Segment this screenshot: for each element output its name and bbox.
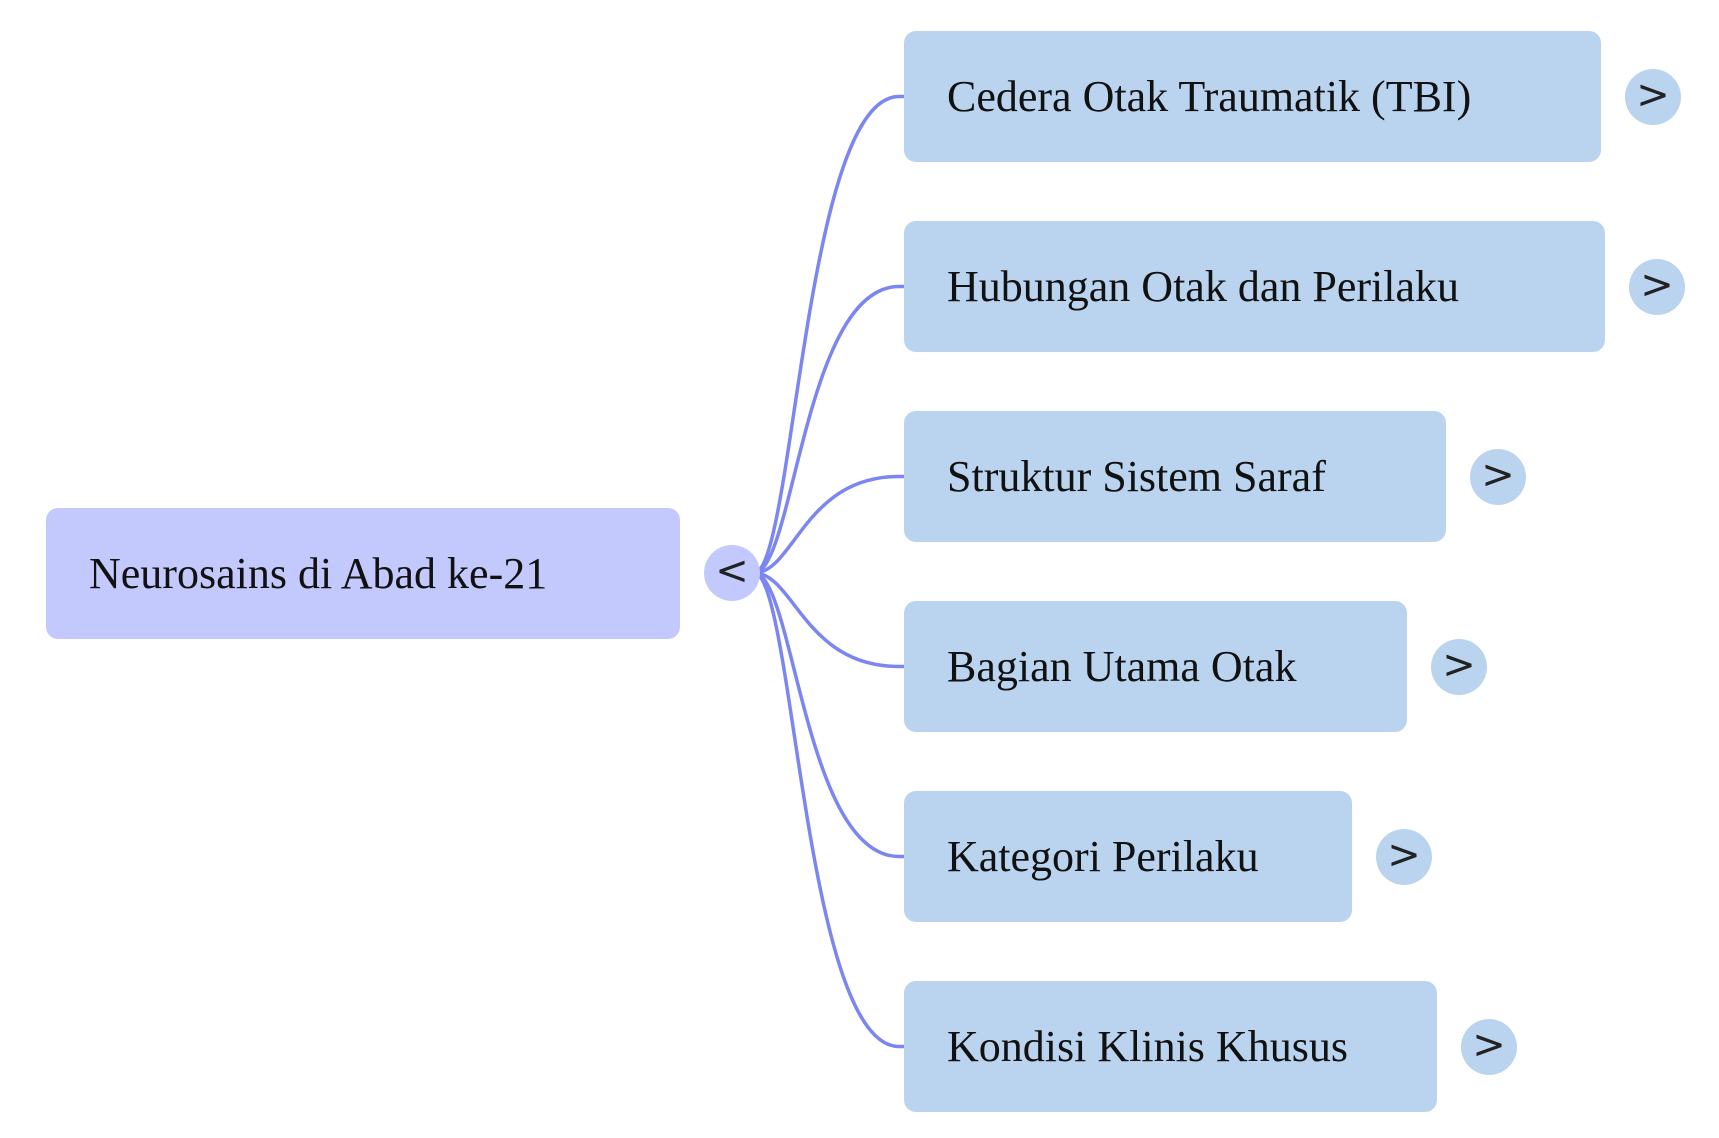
connector-line xyxy=(753,284,904,575)
child-node-tbi[interactable]: Cedera Otak Traumatik (TBI) xyxy=(904,31,1601,162)
expand-toggle-button[interactable]: > xyxy=(1461,1019,1517,1075)
child-node-brain-parts[interactable]: Bagian Utama Otak xyxy=(904,601,1407,732)
expand-toggle-button[interactable]: > xyxy=(1470,449,1526,505)
connector-line xyxy=(753,571,904,859)
child-node-behavior-categories[interactable]: Kategori Perilaku xyxy=(904,791,1352,922)
child-node-label: Cedera Otak Traumatik (TBI) xyxy=(947,72,1472,121)
expand-right-icon: > xyxy=(1640,262,1674,308)
expand-right-icon: > xyxy=(1442,642,1476,688)
expand-right-icon: > xyxy=(1636,72,1670,118)
child-node-brain-behavior[interactable]: Hubungan Otak dan Perilaku xyxy=(904,221,1605,352)
collapse-toggle-button[interactable]: < xyxy=(704,545,760,601)
expand-right-icon: > xyxy=(1387,832,1421,878)
child-node-label: Kondisi Klinis Khusus xyxy=(947,1022,1348,1071)
child-node-label: Bagian Utama Otak xyxy=(947,642,1297,691)
connector-line xyxy=(753,571,904,1049)
connector-line xyxy=(753,474,904,575)
expand-right-icon: > xyxy=(1481,452,1515,498)
expand-toggle-button[interactable]: > xyxy=(1629,259,1685,315)
connector-line xyxy=(753,571,904,669)
expand-right-icon: > xyxy=(1472,1022,1506,1068)
connector-line xyxy=(753,94,904,575)
root-node[interactable]: Neurosains di Abad ke-21 xyxy=(46,508,680,639)
collapse-left-icon: < xyxy=(715,548,749,594)
expand-toggle-button[interactable]: > xyxy=(1625,69,1681,125)
root-node-label: Neurosains di Abad ke-21 xyxy=(89,549,548,598)
child-node-nervous-system[interactable]: Struktur Sistem Saraf xyxy=(904,411,1446,542)
child-node-label: Kategori Perilaku xyxy=(947,832,1259,881)
child-node-clinical-conditions[interactable]: Kondisi Klinis Khusus xyxy=(904,981,1437,1112)
expand-toggle-button[interactable]: > xyxy=(1376,829,1432,885)
child-node-label: Hubungan Otak dan Perilaku xyxy=(947,262,1459,311)
child-node-label: Struktur Sistem Saraf xyxy=(947,452,1326,501)
expand-toggle-button[interactable]: > xyxy=(1431,639,1487,695)
